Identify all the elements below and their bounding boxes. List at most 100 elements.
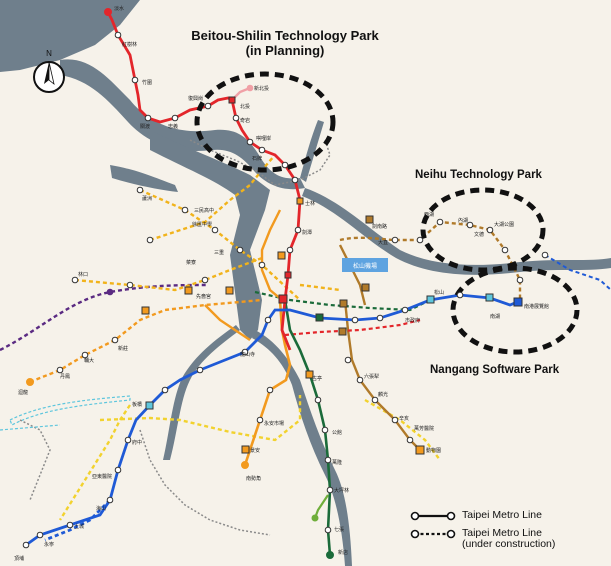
- tamsui-river-middle: [150, 130, 270, 340]
- light-rail-south: [139, 429, 271, 536]
- station-jiantan[interactable]: [294, 226, 302, 234]
- station-dapinglin[interactable]: [326, 486, 334, 494]
- station-eastern[interactable]: [541, 251, 549, 259]
- circular-line-southeast: [364, 398, 441, 461]
- station-labels: 淡水 紅樹林 竹圍 關渡 忠義 復興崗 北投 新北投 奇岩 唭哩岸 石牌 士林 …: [14, 5, 549, 562]
- label-tucheng: 土城: [74, 523, 84, 530]
- station-longshan[interactable]: [241, 348, 249, 356]
- station-jiangzicui[interactable]: [196, 366, 204, 374]
- station-yadong[interactable]: [114, 466, 122, 474]
- station-taipower[interactable]: [314, 396, 322, 404]
- station-gangqian[interactable]: [436, 218, 444, 226]
- station-banqiao[interactable]: [145, 401, 154, 410]
- station-airport-line[interactable]: [106, 288, 114, 296]
- station-sanmin[interactable]: [181, 206, 189, 214]
- station-dingpu[interactable]: [22, 541, 30, 549]
- station-qilian[interactable]: [246, 138, 254, 146]
- station-touqianzhuang[interactable]: [141, 306, 150, 315]
- station-daan[interactable]: [338, 327, 347, 336]
- station-tamsui[interactable]: [104, 8, 112, 16]
- station-minquan-w[interactable]: [284, 271, 292, 279]
- station-songshan-junction[interactable]: [426, 295, 435, 304]
- station-fu-jen[interactable]: [81, 351, 89, 359]
- station-dingxi[interactable]: [266, 386, 274, 394]
- station-technology[interactable]: [344, 356, 352, 364]
- station-nangang[interactable]: [485, 293, 494, 302]
- station-taipei-main[interactable]: [278, 294, 288, 304]
- station-cks-memorial[interactable]: [315, 313, 324, 322]
- station-guandu[interactable]: [144, 114, 152, 122]
- station-mingde[interactable]: [281, 161, 289, 169]
- station-wanfang-hospital[interactable]: [406, 436, 414, 444]
- yellow-line-west: [74, 256, 263, 292]
- station-xujie[interactable]: [211, 226, 219, 234]
- station-zhongxiao-fx[interactable]: [339, 299, 348, 308]
- station-wugu[interactable]: [146, 236, 154, 244]
- station-xinpu[interactable]: [161, 386, 169, 394]
- station-yuanshan[interactable]: [286, 246, 294, 254]
- label-gongguan: 公館: [332, 429, 342, 436]
- station-hongshulin[interactable]: [114, 31, 122, 39]
- station-caitliao[interactable]: [201, 276, 209, 284]
- station-nanshijiao[interactable]: [241, 461, 249, 469]
- station-xindian[interactable]: [326, 551, 334, 559]
- station-guting[interactable]: [305, 370, 314, 379]
- station-xihu[interactable]: [416, 236, 424, 244]
- station-neihu[interactable]: [501, 246, 509, 254]
- station-xinzhuang[interactable]: [111, 336, 119, 344]
- station-daqiaotou[interactable]: [277, 251, 286, 260]
- station-yongan[interactable]: [256, 416, 264, 424]
- station-ximen[interactable]: [264, 316, 272, 324]
- station-beitou[interactable]: [228, 96, 236, 104]
- station-sanchong[interactable]: [126, 281, 134, 289]
- station-xianse[interactable]: [184, 286, 193, 295]
- xinzhuang-line-inner: [204, 304, 251, 341]
- station-sun-yatsen[interactable]: [376, 314, 384, 322]
- station-linguang[interactable]: [371, 396, 379, 404]
- label-qizhang: 七張: [334, 526, 344, 533]
- station-xinbeitou[interactable]: [246, 84, 254, 92]
- station-luzhou[interactable]: [136, 186, 144, 194]
- station-fuzhong[interactable]: [124, 436, 132, 444]
- station-dazhi[interactable]: [391, 236, 399, 244]
- label-jiannan: 劍南路: [372, 223, 387, 230]
- station-city-hall[interactable]: [401, 306, 409, 314]
- station-zoo[interactable]: [415, 445, 425, 455]
- station-zhuwei[interactable]: [131, 76, 139, 84]
- station-zhongxiao-dh[interactable]: [351, 316, 359, 324]
- station-kunyang[interactable]: [456, 291, 464, 299]
- station-zhishan[interactable]: [291, 176, 299, 184]
- station-liuzhangli[interactable]: [356, 376, 364, 384]
- station-haishan[interactable]: [106, 496, 114, 504]
- station-zhongyi[interactable]: [171, 114, 179, 122]
- station-dahu[interactable]: [486, 226, 494, 234]
- station-gongguan[interactable]: [321, 426, 329, 434]
- station-xiaobitan[interactable]: [311, 514, 319, 522]
- station-huilong[interactable]: [26, 378, 34, 386]
- station-xinhai[interactable]: [391, 416, 399, 424]
- label-liuzhangli: 六張犁: [364, 373, 379, 380]
- station-nanhu[interactable]: [516, 276, 524, 284]
- station-sanchong-elem[interactable]: [258, 261, 266, 269]
- station-linkou[interactable]: [71, 276, 79, 284]
- station-yongning[interactable]: [36, 531, 44, 539]
- station-sanhe[interactable]: [236, 246, 244, 254]
- station-wanlong[interactable]: [324, 456, 332, 464]
- station-jingan[interactable]: [241, 445, 250, 454]
- station-shilin[interactable]: [296, 197, 304, 205]
- station-nangang-exhibition[interactable]: [513, 297, 523, 307]
- legend-construction-line2: (under construction): [462, 538, 556, 550]
- station-nanjing-e[interactable]: [361, 283, 370, 292]
- station-danfeng[interactable]: [56, 366, 64, 374]
- station-tucheng[interactable]: [66, 521, 74, 529]
- station-shipai[interactable]: [258, 146, 266, 154]
- station-fuxinggang[interactable]: [204, 102, 212, 110]
- station-taipei-bridge[interactable]: [225, 286, 234, 295]
- north-compass: N: [33, 49, 65, 93]
- legend-row-metro: Taipei Metro Line: [410, 510, 542, 522]
- station-jiannan[interactable]: [365, 215, 374, 224]
- wenhu-line-south: [343, 299, 421, 451]
- station-qiyan[interactable]: [232, 114, 240, 122]
- station-qizhang[interactable]: [324, 526, 332, 534]
- station-wende[interactable]: [466, 221, 474, 229]
